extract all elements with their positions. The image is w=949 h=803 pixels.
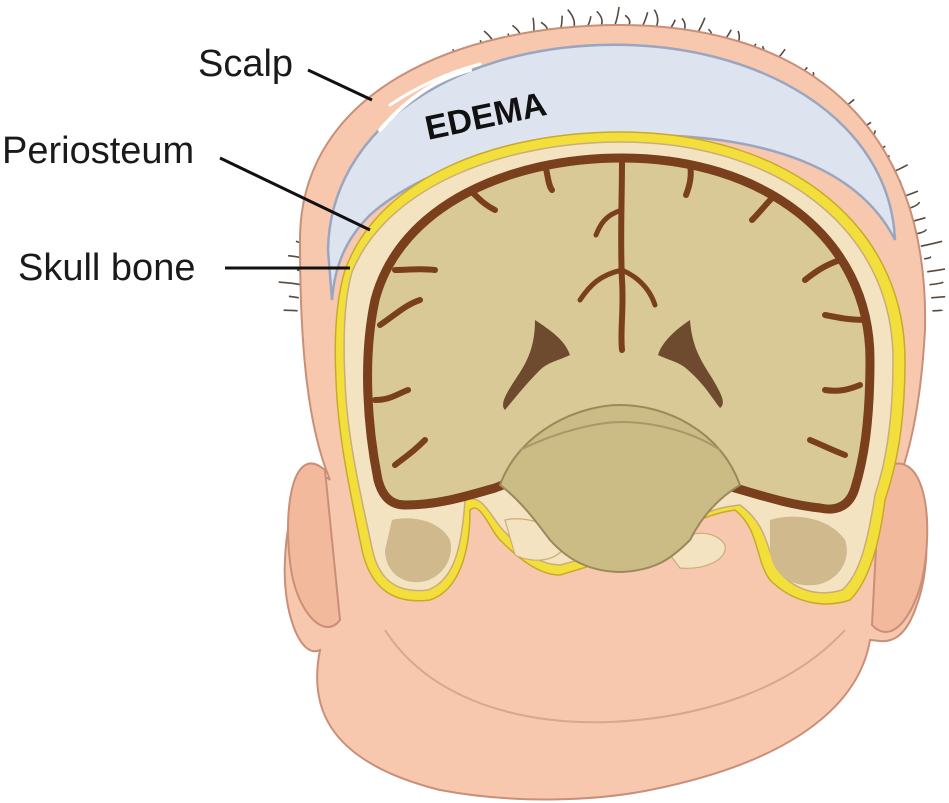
sulcus bbox=[577, 267, 625, 303]
hair-strand bbox=[653, 9, 659, 28]
leader-line-scalp bbox=[307, 68, 373, 102]
edema-highlight bbox=[378, 68, 472, 132]
hair-strand bbox=[614, 6, 620, 26]
label-periosteum: Periosteum bbox=[2, 130, 194, 172]
hair-strand bbox=[927, 268, 946, 273]
hair-strand bbox=[596, 10, 603, 26]
neck-line bbox=[384, 629, 846, 724]
hair-strand bbox=[288, 295, 299, 299]
hair-strand bbox=[920, 240, 943, 247]
hair-strand bbox=[624, 14, 631, 26]
hair-strand bbox=[924, 255, 932, 260]
leader-line-periosteum bbox=[219, 156, 371, 232]
sulcus bbox=[593, 207, 625, 238]
hair-strand bbox=[278, 281, 301, 286]
hair-strand bbox=[586, 16, 592, 27]
edema-region bbox=[326, 43, 897, 301]
brainstem bbox=[498, 403, 742, 574]
hair-strand bbox=[567, 9, 576, 28]
right-ear bbox=[870, 462, 929, 633]
left-lateral-ventricle bbox=[503, 320, 570, 410]
hair-strand bbox=[916, 229, 927, 235]
left-sulci bbox=[372, 162, 555, 468]
longitudinal-fissure bbox=[618, 157, 626, 353]
label-scalp: Scalp bbox=[198, 43, 293, 85]
sulcus bbox=[619, 267, 658, 308]
left-ear bbox=[287, 462, 342, 628]
edema-highlight bbox=[388, 62, 482, 107]
hair-strand bbox=[641, 12, 649, 27]
marrow-right bbox=[770, 516, 847, 586]
brainstem-fold bbox=[519, 420, 721, 451]
hair-strand bbox=[283, 309, 298, 312]
hair-strand bbox=[929, 281, 944, 286]
right-sulci bbox=[683, 162, 868, 458]
hair-strand bbox=[931, 295, 946, 299]
right-lateral-ventricle bbox=[658, 320, 723, 408]
label-skull-bone: Skull bone bbox=[18, 247, 195, 289]
hair-strand bbox=[932, 309, 944, 312]
marrow-left bbox=[385, 518, 451, 583]
